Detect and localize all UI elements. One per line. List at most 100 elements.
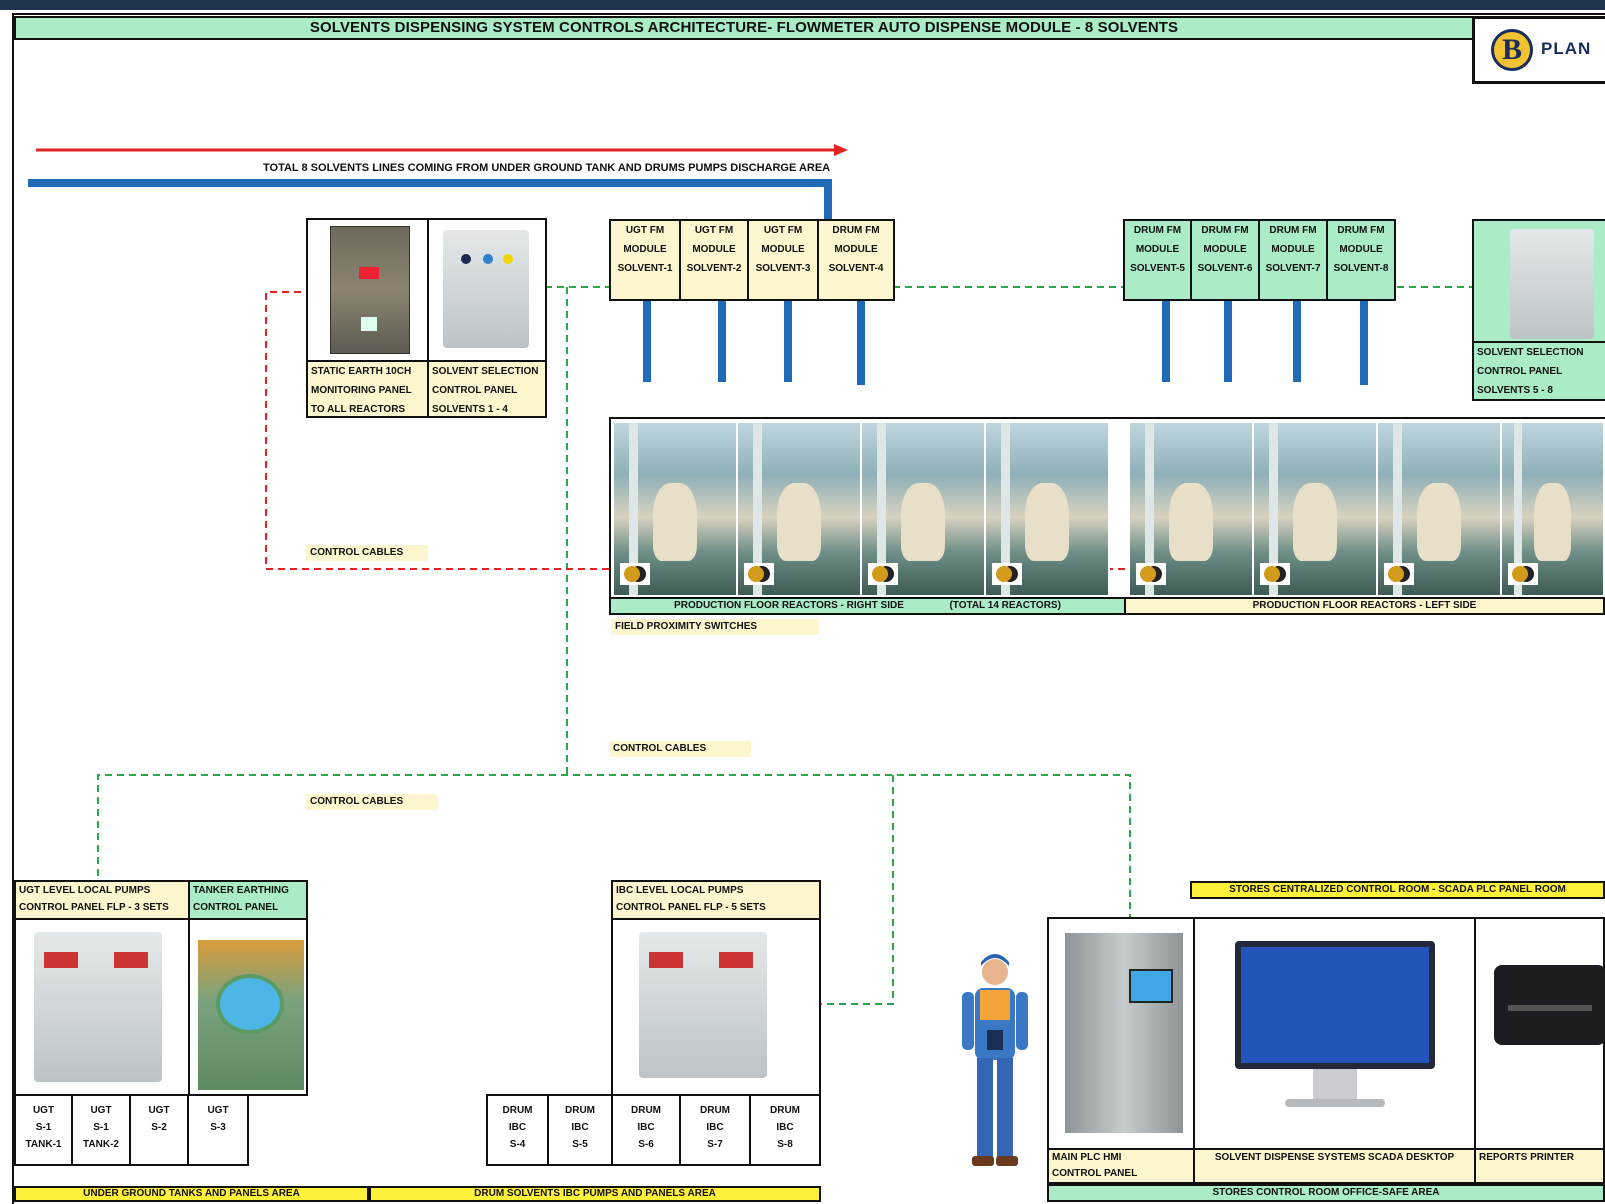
drum-line: S-5 [572,1139,588,1150]
drum-ibc-s6: DRUM IBC S-6 [611,1094,681,1166]
reactor-photo [738,423,862,595]
tanker-line-2: CONTROL PANEL [193,902,279,913]
ibc-panel-line-1: IBC LEVEL LOCAL PUMPS [616,885,744,896]
right-side-text: PRODUCTION FLOOR REACTORS - RIGHT SIDE [674,600,904,611]
drum-line: IBC [637,1122,655,1133]
ibc-panel-line-2: CONTROL PANEL FLP - 5 SETS [616,902,766,913]
tank-line: S-3 [210,1122,226,1133]
proximity-switch-icon [992,563,1022,585]
module-line: DRUM FM [1133,225,1182,236]
drum-line: IBC [571,1122,589,1133]
module-line: DRUM FM [832,225,880,236]
static-earth-line-1: STATIC EARTH 10CH [311,366,412,377]
drum-module-solvent-7: DRUM FM MODULE SOLVENT-7 [1258,219,1328,301]
drum-ibc-s8: DRUM IBC S-8 [749,1094,821,1166]
plc-panel-label: MAIN PLC HMI CONTROL PANEL [1047,1148,1195,1184]
drum-ibc-s7: DRUM IBC S-7 [679,1094,751,1166]
printer-photo [1474,917,1605,1150]
module-line: MODULE [834,244,878,255]
control-cables-label-3: CONTROL CABLES [306,794,438,810]
solvent-selection-panel-photo [427,218,547,362]
tank-line: S-2 [151,1122,167,1133]
monitor-base [1285,1099,1385,1107]
ugt-tank-s2: UGT S-2 [129,1094,189,1166]
ugt-area-label: UNDER GROUND TANKS AND PANELS AREA [14,1186,369,1202]
drum-line: DRUM [502,1105,533,1116]
sel14-line-2: CONTROL PANEL [432,385,518,396]
reactor-photo [1254,423,1378,595]
module-line: DRUM FM [1269,225,1317,236]
proximity-switch-icon [868,563,898,585]
drum-module-solvent-8: DRUM FM MODULE SOLVENT-8 [1326,219,1396,301]
module-line: DRUM FM [1337,225,1385,236]
drum-line: IBC [706,1122,724,1133]
tank-line: UGT [90,1105,112,1116]
sel58-line-3: SOLVENTS 5 - 8 [1477,385,1553,396]
drum-line: IBC [508,1122,527,1133]
ugt-panel-photo [14,918,190,1096]
selection-panel-5-8-image [1510,229,1594,339]
module-line: MODULE [623,244,667,255]
drum-line: IBC [776,1122,794,1133]
plc-line-1: MAIN PLC HMI [1052,1152,1122,1163]
module-line: UGT FM [694,225,734,236]
module-line: MODULE [1203,244,1247,255]
tanker-line-1: TANKER EARTHING [193,885,289,896]
solvent-lines-label: TOTAL 8 SOLVENTS LINES COMING FROM UNDER… [263,162,831,174]
ibc-panel-photo [611,918,821,1096]
logo-badge-icon: B [1491,29,1533,71]
module-line: SOLVENT-3 [755,263,811,274]
drum-line: S-6 [638,1139,654,1150]
module-line: MODULE [1339,244,1383,255]
diagram-frame [12,13,1605,1204]
field-proximity-label: FIELD PROXIMITY SWITCHES [611,619,819,635]
printer-icon [1494,965,1605,1045]
proximity-switch-icon [1260,563,1290,585]
printer-label: REPORTS PRINTER [1474,1148,1605,1184]
sel14-line-3: SOLVENTS 1 - 4 [432,404,508,415]
tank-line: UGT [32,1105,55,1116]
sel58-line-2: CONTROL PANEL [1477,366,1563,377]
tank-line: TANK-1 [25,1139,62,1150]
reactors-left-label: PRODUCTION FLOOR REACTORS - LEFT SIDE [1124,597,1605,615]
proximity-switch-icon [1136,563,1166,585]
drum-line: S-7 [707,1139,723,1150]
tank-line: UGT [207,1105,229,1116]
drum-line: S-8 [777,1139,793,1150]
plc-cabinet-image [1065,933,1183,1133]
total-reactors-text: (TOTAL 14 REACTORS) [949,600,1061,611]
module-line: SOLVENT-7 [1265,263,1321,274]
drum-line: DRUM [770,1105,800,1116]
module-line: SOLVENT-6 [1197,263,1253,274]
stores-area-label: STORES CONTROL ROOM OFFICE-SAFE AREA [1047,1184,1605,1202]
stores-room-label: STORES CENTRALIZED CONTROL ROOM - SCADA … [1190,881,1605,899]
proximity-switch-icon [1384,563,1414,585]
solvent-selection-5-8-photo [1472,219,1605,343]
ugt-panel-line-2: CONTROL PANEL FLP - 3 SETS [19,902,169,913]
drum-ibc-s5: DRUM IBC S-5 [547,1094,613,1166]
reactor-photo [1378,423,1502,595]
drum-line: DRUM [565,1105,595,1116]
drum-module-solvent-6: DRUM FM MODULE SOLVENT-6 [1190,219,1260,301]
control-cables-label-1: CONTROL CABLES [306,545,428,561]
ugt-panel-line-1: UGT LEVEL LOCAL PUMPS [19,885,151,896]
tanker-earthing-label: TANKER EARTHING CONTROL PANEL [188,880,308,920]
solvent-selection-5-8-label: SOLVENT SELECTION CONTROL PANEL SOLVENTS… [1472,341,1605,401]
tanker-earthing-photo [188,918,308,1096]
sel58-line-1: SOLVENT SELECTION [1477,347,1584,358]
module-line: MODULE [761,244,805,255]
ugt-panel-image [34,932,162,1082]
top-border-bar [0,0,1605,10]
ugt-panel-label: UGT LEVEL LOCAL PUMPS CONTROL PANEL FLP … [14,880,190,920]
reactors-right-label: PRODUCTION FLOOR REACTORS - RIGHT SIDE (… [609,597,1126,615]
reactor-photo [614,423,738,595]
module-line: SOLVENT-8 [1333,263,1389,274]
ugt-tank-s3: UGT S-3 [187,1094,249,1166]
diagram-title: SOLVENTS DISPENSING SYSTEM CONTROLS ARCH… [14,16,1474,40]
tank-line: S-1 [35,1122,52,1133]
tank-line: TANK-2 [83,1139,119,1150]
logo-text: PLAN [1541,39,1592,58]
company-logo: B PLAN [1472,16,1605,84]
earth-panel-image [330,226,410,354]
drum-line: DRUM [631,1105,661,1116]
